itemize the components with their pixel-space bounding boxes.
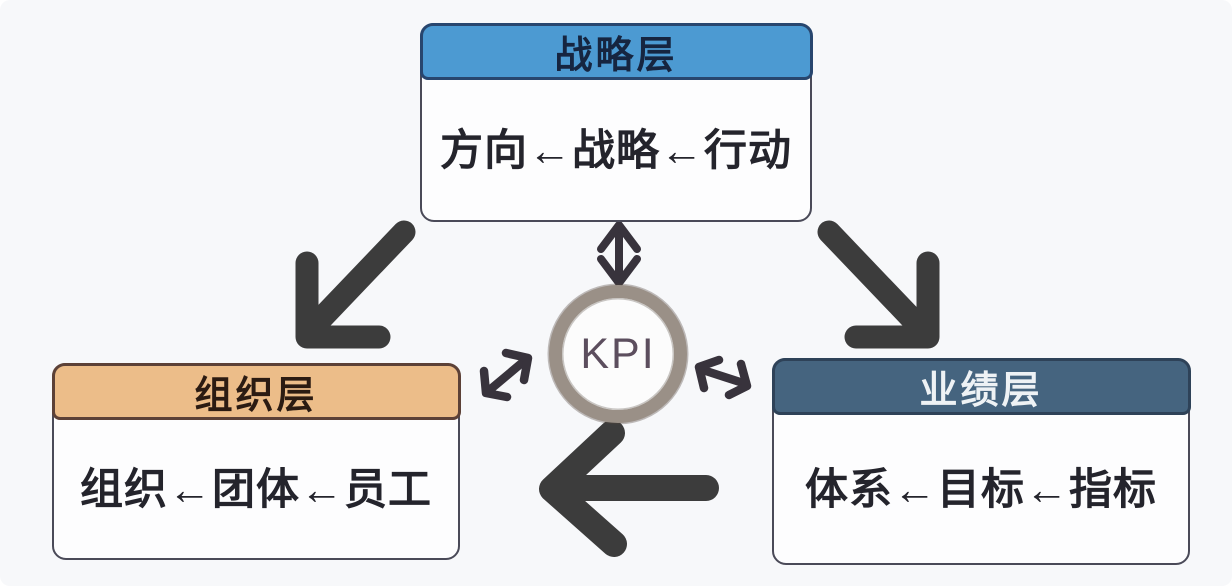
strategy-header-label: 战略层 bbox=[554, 34, 678, 77]
arrow-strategy-to-perf-icon bbox=[817, 220, 940, 349]
strategy-card: 战略层 方向←战略←行动 bbox=[419, 22, 813, 222]
kpi-label: KPI bbox=[580, 329, 656, 378]
arrow-perf-to-org-icon bbox=[539, 420, 719, 557]
performance-header-label: 业绩层 bbox=[919, 369, 1043, 412]
organization-card: 组织层 组织←团体←员工 bbox=[51, 362, 461, 560]
arrow-kpi-strategy-icon bbox=[597, 221, 641, 287]
strategy-body-text: 方向←战略←行动 bbox=[440, 126, 792, 175]
organization-card-header: 组织层 bbox=[51, 362, 461, 420]
organization-header-label: 组织层 bbox=[194, 374, 318, 417]
performance-card: 业绩层 体系←目标←指标 bbox=[771, 357, 1191, 565]
organization-body-text: 组织←团体←员工 bbox=[80, 465, 432, 514]
arrow-strategy-to-org-icon bbox=[295, 220, 416, 349]
performance-body-text: 体系←目标←指标 bbox=[805, 465, 1157, 514]
strategy-card-header: 战略层 bbox=[419, 22, 813, 80]
performance-card-header: 业绩层 bbox=[771, 357, 1191, 415]
arrow-kpi-perf-icon bbox=[694, 355, 752, 400]
kpi-circle: KPI bbox=[549, 285, 687, 423]
arrow-kpi-org-icon bbox=[479, 348, 533, 402]
